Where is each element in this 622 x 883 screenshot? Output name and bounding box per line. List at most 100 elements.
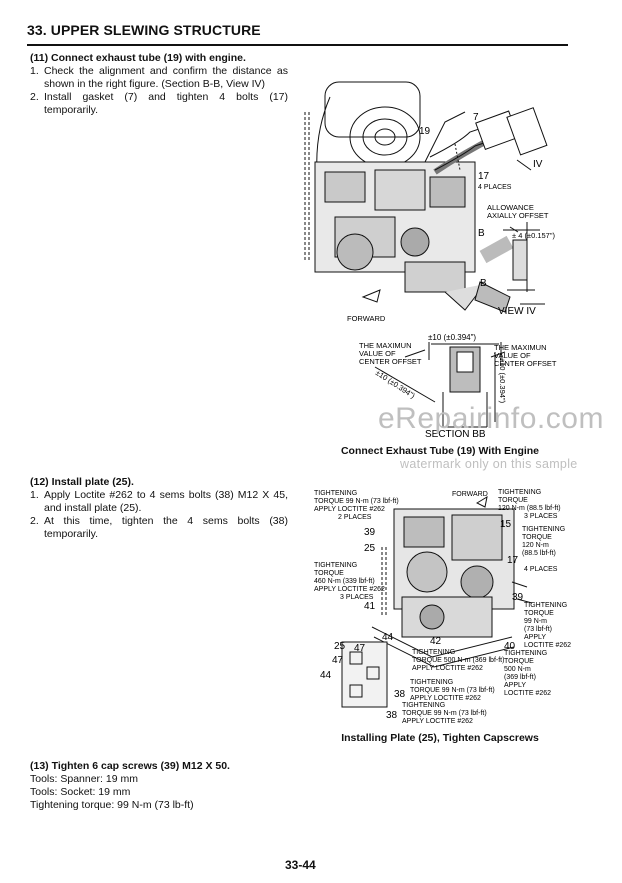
figure-1-caption: Connect Exhaust Tube (19) With Engine	[340, 445, 540, 457]
forward-arrow	[361, 289, 381, 303]
step-12-list: 1.Apply Loctite #262 to 4 sems bolts (38…	[30, 489, 288, 541]
tt3-d: (88.5 lbf-ft)	[522, 550, 556, 557]
list-item: 1.Check the alignment and confirm the di…	[30, 65, 288, 90]
page-number: 33-44	[285, 858, 316, 872]
tt3-b: TORQUE	[522, 534, 552, 541]
label-41: 41	[364, 601, 376, 612]
label-b-bottom: B	[480, 278, 487, 289]
watermark-text: eRepairinfo.com	[378, 402, 604, 435]
tt7-f: LOCTITE #262	[504, 690, 551, 697]
tt2-d: 3 PLACES	[524, 513, 558, 520]
label-max-right-2: VALUE OF	[494, 351, 531, 360]
tt5-a: TIGHTENING	[524, 602, 567, 609]
list-item: 2.Install gasket (7) and tighten 4 bolts…	[30, 91, 288, 116]
label-17: 17	[478, 171, 490, 182]
label-b-top: B	[478, 228, 485, 239]
exhaust-tube	[429, 107, 548, 171]
label-4-places: 4 PLACES	[524, 566, 558, 573]
label-max-right-1: THE MAXIMUN	[494, 343, 547, 352]
step-11: (11) Connect exhaust tube (19) with engi…	[30, 52, 288, 117]
tt3-c: 120 N-m	[522, 542, 549, 549]
tt8-c: APPLY LOCTITE #262	[410, 695, 481, 702]
label-44-a: 44	[382, 632, 394, 643]
tightening-torque: Tightening torque: 99 N-m (73 lb-ft)	[30, 799, 194, 811]
tt5-c: 99 N-m	[524, 618, 547, 625]
label-38-a: 38	[394, 689, 406, 700]
tt7-b: TORQUE	[504, 658, 534, 665]
label-tol-vert: ±10 (±0.394")	[498, 358, 507, 404]
tools-spanner: Tools: Spanner: 19 mm	[30, 773, 138, 785]
label-42: 42	[430, 636, 442, 647]
label-39-b: 39	[512, 592, 524, 603]
step-13: (13) Tighten 6 cap screws (39) M12 X 50.…	[30, 760, 288, 812]
tt9-a: TIGHTENING	[402, 702, 445, 709]
tools-socket: Tools: Socket: 19 mm	[30, 786, 131, 798]
tt7-a: TIGHTENING	[504, 650, 547, 657]
tt7-e: APPLY	[504, 682, 526, 689]
tt5-b: TORQUE	[524, 610, 554, 617]
label-25-b: 25	[334, 641, 346, 652]
label-15: 15	[500, 519, 512, 530]
tt8-a: TIGHTENING	[410, 679, 453, 686]
tt3-a: TIGHTENING	[522, 526, 565, 533]
label-17: 17	[507, 555, 519, 566]
section-title: 33. UPPER SLEWING STRUCTURE	[27, 22, 261, 38]
tt9-b: TORQUE 99 N-m (73 lbf-ft)	[402, 710, 487, 717]
label-tol-top: ±10 (±0.394")	[428, 333, 476, 342]
label-section-bb: SECTION BB	[425, 429, 486, 440]
tt2-b: TORQUE	[498, 497, 528, 504]
tt1-b: TORQUE 99 N-m (73 lbf-ft)	[314, 498, 399, 505]
step-12-title: (12) Install plate (25).	[30, 476, 134, 488]
label-max-right-3: CENTER OFFSET	[494, 359, 557, 368]
tt5-f: LOCTITE #262	[524, 642, 571, 649]
label-allowance: ALLOWANCE	[487, 203, 534, 212]
tt4-e: 3 PLACES	[340, 594, 374, 601]
label-forward: FORWARD	[347, 314, 386, 323]
tt5-d: (73 lbf-ft)	[524, 626, 552, 633]
tt6-c: APPLY LOCTITE #262	[412, 665, 483, 672]
step-13-title: (13) Tighten 6 cap screws (39) M12 X 50.	[30, 760, 230, 772]
label-38-b: 38	[386, 710, 398, 721]
view-arrow	[516, 159, 532, 171]
label-iv: IV	[533, 159, 543, 170]
tt7-d: (369 lbf-ft)	[504, 674, 536, 681]
label-44-b: 44	[320, 670, 332, 681]
section-header: 33. UPPER SLEWING STRUCTURE	[27, 20, 568, 46]
tt8-b: TORQUE 99 N-m (73 lbf-ft)	[410, 687, 495, 694]
tt6-a: TIGHTENING	[412, 649, 455, 656]
tt2-c: 120 N-m (88.5 lbf-ft)	[498, 505, 561, 512]
label-39-a: 39	[364, 527, 376, 538]
tt2-a: TIGHTENING	[498, 489, 541, 496]
label-4-places: 4 PLACES	[478, 184, 512, 191]
list-item: 1.Apply Loctite #262 to 4 sems bolts (38…	[30, 489, 288, 514]
tt1-d: 2 PLACES	[338, 514, 372, 521]
label-view-iv: VIEW IV	[498, 306, 536, 317]
list-item: 2.At this time, tighten the 4 sems bolts…	[30, 515, 288, 540]
label-40: 40	[504, 641, 516, 652]
label-19: 19	[419, 126, 431, 137]
tt4-d: APPLY LOCTITE #262	[314, 586, 385, 593]
tt4-b: TORQUE	[314, 570, 344, 577]
forward-arrow	[475, 495, 488, 508]
tt1-c: APPLY LOCTITE #262	[314, 506, 385, 513]
label-7: 7	[473, 112, 479, 123]
step-11-title: (11) Connect exhaust tube (19) with engi…	[30, 52, 246, 64]
step-11-list: 1.Check the alignment and confirm the di…	[30, 65, 288, 117]
tt6-b: TORQUE 500 N-m (369 lbf-ft)	[412, 657, 504, 664]
label-25-a: 25	[364, 543, 376, 554]
tt4-c: 460 N-m (339 lbf-ft)	[314, 578, 375, 585]
tt7-c: 500 N-m	[504, 666, 531, 673]
label-tol-diag: ±10 (±0.394")	[374, 368, 417, 400]
watermark-subtext: watermark only on this sample	[400, 457, 578, 471]
label-tol-axial: ± 4 (±0.157")	[512, 231, 555, 240]
label-forward: FORWARD	[452, 491, 488, 498]
figure-2-caption: Installing Plate (25), Tighten Capscrews	[341, 732, 539, 744]
exhaust-tube-figure: 7 19 17 4 PLACES IV ALLOWANCE AXIALLY OF…	[304, 81, 557, 440]
label-47-a: 47	[354, 643, 366, 654]
label-max-left-1: THE MAXIMUN	[359, 341, 412, 350]
engine-drawing	[304, 81, 511, 313]
label-max-left-3: CENTER OFFSET	[359, 357, 422, 366]
label-47-b: 47	[332, 655, 344, 666]
section-bb-drawing	[374, 342, 506, 428]
